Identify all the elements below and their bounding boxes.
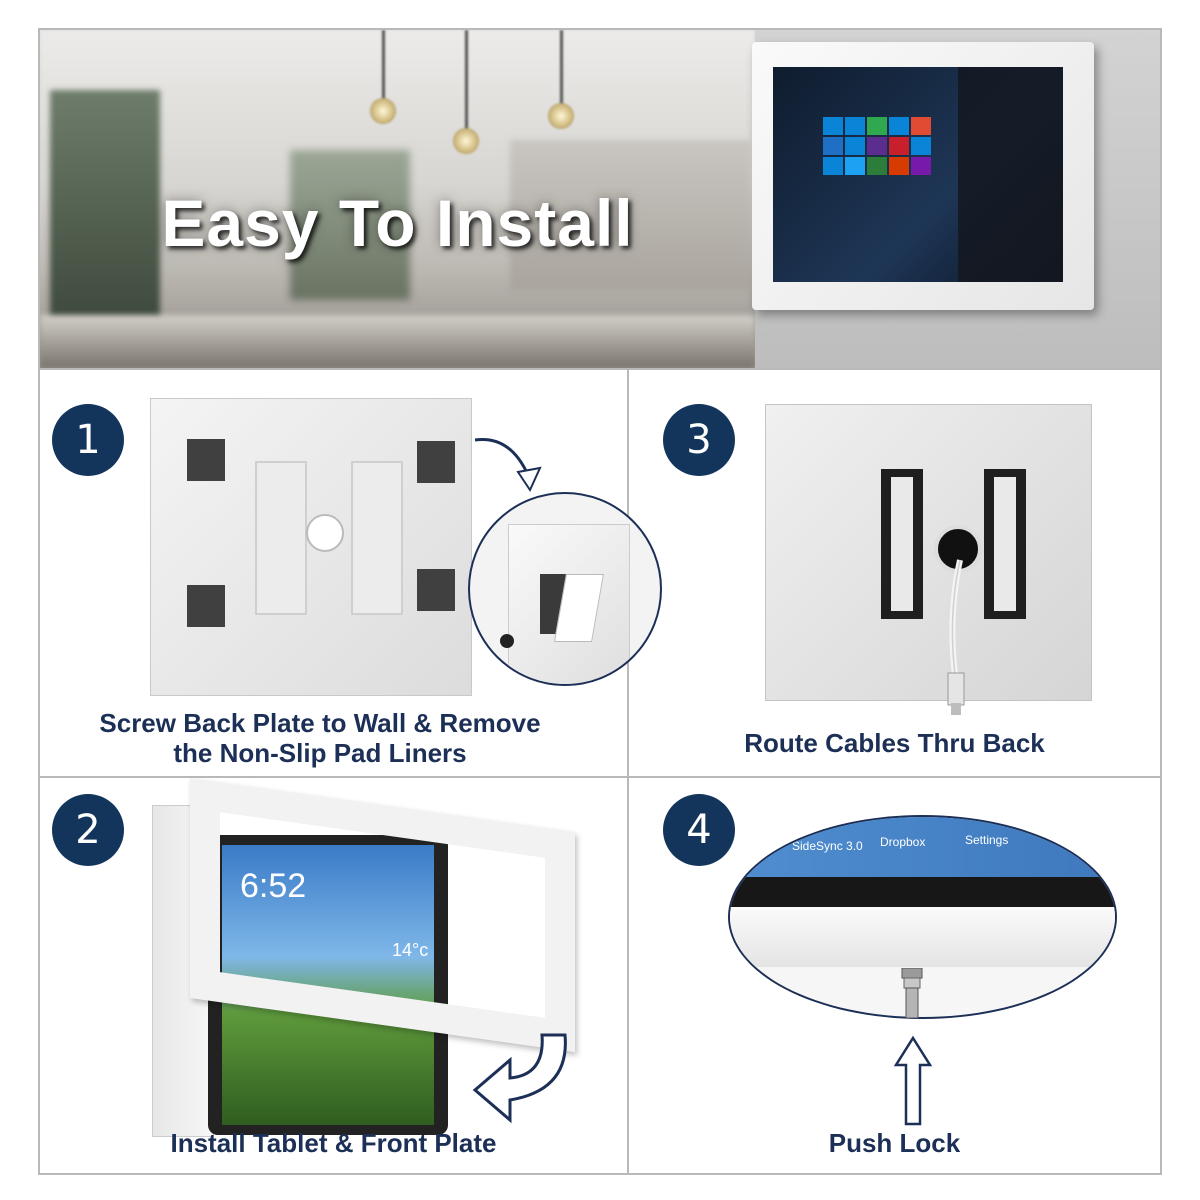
step-2-caption: Install Tablet & Front Plate (170, 1128, 497, 1158)
up-arrow-icon (893, 1035, 933, 1126)
tablet-screen: 6:52 14°c (222, 845, 434, 1125)
usb-cable-icon (947, 559, 965, 715)
app-label-settings: Settings (965, 833, 1009, 847)
cable-hole (306, 514, 344, 552)
non-slip-pad (187, 439, 225, 481)
non-slip-pad (417, 441, 455, 483)
step-1-caption: Screw Back Plate to Wall & Remove the No… (40, 708, 600, 768)
tablet-screen-closeup: SideSync 3.0 Dropbox Settings (730, 817, 1115, 877)
step-4-badge: 4 (663, 794, 735, 866)
kitchen-photo: Easy To Install (40, 30, 755, 368)
non-slip-pad (417, 569, 455, 611)
push-lock-icon (901, 968, 923, 1018)
step-1-badge: 1 (52, 404, 124, 476)
banner-title: Easy To Install (161, 186, 634, 260)
tablet-temperature: 14°c (392, 940, 429, 960)
divider-middle (38, 776, 1162, 778)
step-3-caption: Route Cables Thru Back (744, 728, 1045, 758)
divider-top (38, 368, 1162, 370)
pad-liner-zoom (468, 492, 662, 686)
step-2-badge: 2 (52, 794, 124, 866)
back-plate-illustration (150, 398, 472, 696)
push-lock-zoom: SideSync 3.0 Dropbox Settings (728, 815, 1117, 1019)
curved-arrow-icon (474, 437, 542, 493)
action-center-panel (958, 67, 1063, 282)
cable-route-illustration (765, 404, 1092, 701)
app-label-sidesync: SideSync 3.0 (792, 839, 863, 853)
non-slip-pad (187, 585, 225, 627)
app-label-dropbox: Dropbox (880, 835, 926, 849)
curved-arrow-left-icon (472, 1033, 567, 1124)
step-3-badge: 3 (663, 404, 735, 476)
step-1-caption-line2: the Non-Slip Pad Liners (173, 738, 467, 768)
step-4-caption: Push Lock (828, 1128, 961, 1158)
divider-vertical (627, 368, 629, 1175)
tablet-time: 6:52 (240, 867, 307, 905)
step-1-caption-line1: Screw Back Plate to Wall & Remove (99, 708, 541, 738)
